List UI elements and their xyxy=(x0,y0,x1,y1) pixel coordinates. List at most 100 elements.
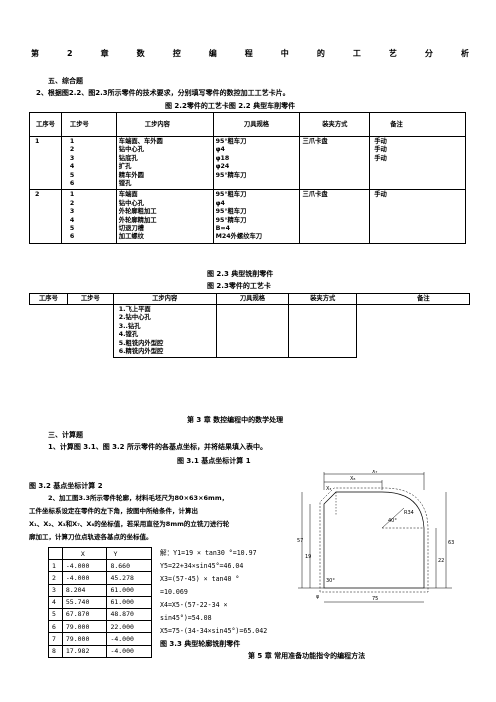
step-no: 4 xyxy=(69,216,75,224)
header-cell: 工步内容 xyxy=(115,112,214,137)
header-char: 程 xyxy=(244,49,253,58)
point-no: 7 xyxy=(48,632,63,646)
fig33-caption: 图 3.3 典型轮廓铣削零件 xyxy=(160,640,241,648)
solution-line: Y5=22+34×sin45°=46.04 xyxy=(160,562,244,570)
header-cell: Y xyxy=(106,546,152,561)
x-value: 17.982 xyxy=(61,644,108,658)
solution-line: 解：Y1=19 × tan30 °=10.97 xyxy=(160,549,257,557)
header-char: 析 xyxy=(460,49,469,58)
y-value: -4.000 xyxy=(106,644,152,658)
dimension-lines xyxy=(298,472,452,603)
content-cell: 车端面钻中心孔外轮廓粗加工外轮廓精加工切退刀槽加工螺纹 xyxy=(115,189,214,244)
header-cell: X xyxy=(61,546,108,561)
section5-title: 五、综合题 xyxy=(48,77,83,85)
header-cell: 工步内容 xyxy=(112,293,217,305)
header-char: 艺 xyxy=(388,49,397,58)
solution-line: =10.069 xyxy=(160,588,188,596)
step-content: 1.飞上平面 xyxy=(118,306,151,313)
step-content: 6.精铣内外型腔 xyxy=(118,347,164,355)
solution-line: X5=75-(34-34×sin45°)=65.042 xyxy=(160,627,268,635)
label-19: 19 xyxy=(305,554,311,560)
header-char: 章 xyxy=(100,49,109,58)
note: 手动 xyxy=(374,154,387,162)
header-cell: 装夹方式 xyxy=(288,293,358,305)
tool-spec: φ4 xyxy=(215,199,225,207)
tool-spec xyxy=(216,180,298,188)
step-no: 6 xyxy=(69,179,75,187)
solution-line: X4=X5-(57-22-34 × xyxy=(160,601,228,609)
y-value: 61.000 xyxy=(106,595,152,609)
part-outline xyxy=(319,487,429,593)
empty-cell xyxy=(357,305,470,358)
label-63: 63 xyxy=(448,540,454,546)
point-no: 3 xyxy=(48,583,63,597)
tool-spec: B=4 xyxy=(215,224,231,232)
step-content: 3..钻孔 xyxy=(118,322,141,330)
header-cell: 刀具规格 xyxy=(212,112,301,137)
point-no: 2 xyxy=(48,571,63,585)
header-cell: 装夹方式 xyxy=(299,112,371,137)
header-char: 控 xyxy=(172,49,181,58)
point-no: 8 xyxy=(48,644,63,658)
clamp-cell: 三爪卡盘 xyxy=(299,189,371,244)
table-header-row: 工序号 工步号 工步内容 刀具规格 装夹方式 备注 xyxy=(29,112,466,137)
note: 手动 xyxy=(374,138,387,145)
empty-cell xyxy=(215,303,290,359)
label-r34: R34 xyxy=(404,510,414,516)
content-cell: 车端面、车外圆钻中心孔钻底孔扩孔精车外圆镗孔 xyxy=(115,135,214,191)
x-value: 55.740 xyxy=(61,595,108,609)
step-content: 钻中心孔 xyxy=(118,199,144,207)
table-header-row: 工序号 工步号 工步内容 刀具规格 装夹方式 备注 xyxy=(29,293,470,305)
step-no: 5 xyxy=(69,224,75,232)
table1-caption: 图 2.2零件的工艺卡图 2.2 典型车削零件 xyxy=(165,102,296,110)
step-content: 车端面 xyxy=(118,191,138,199)
y-value: 48.870 xyxy=(106,607,152,622)
label-22: 22 xyxy=(438,558,444,564)
header-char: 中 xyxy=(280,49,289,58)
milling-part-drawing: X₇ X₈ X₃ 40° R34 57 19 63 22 75 30° φ xyxy=(297,470,454,603)
label-x3: X₃ xyxy=(326,486,331,492)
point-no: 6 xyxy=(48,620,63,634)
step-content: 外轮廓精加工 xyxy=(118,216,157,224)
note: 手动 xyxy=(374,146,387,154)
chapter-header: 第 2 章 数 控 编 程 中 的 工 艺 分 析 xyxy=(31,49,469,59)
q2-line: 廓加工，计算刀位点轨迹各基点的坐标值。 xyxy=(29,533,153,541)
step-content: 车端面、车外圆 xyxy=(118,138,163,145)
step-content: 加工螺纹 xyxy=(118,233,144,241)
x-value: -4.000 xyxy=(61,571,108,585)
header-cell: 工步号 xyxy=(66,293,114,305)
tool-spec: M24外螺纹车刀 xyxy=(215,233,263,241)
header-char: 第 xyxy=(31,49,39,58)
header-cell: 备注 xyxy=(356,293,470,305)
tool-spec: 95°精车刀 xyxy=(215,216,247,224)
label-57: 57 xyxy=(297,538,303,544)
step-content: 镗孔 xyxy=(118,179,132,187)
header-cell: 工步号 xyxy=(60,112,117,137)
step-no: 5 xyxy=(69,171,75,179)
label-angle-30: 30° xyxy=(326,578,335,584)
label-angle-40: 40° xyxy=(388,518,397,524)
header-cell: 工序号 xyxy=(29,112,62,137)
header-char: 的 xyxy=(316,49,325,58)
header-char: 数 xyxy=(136,49,145,58)
step-no: 4 xyxy=(69,163,75,171)
q2-line: 工件坐标系设定在零件的左下角，按图中所给条件，计算出 xyxy=(29,507,198,515)
header-cell: 备注 xyxy=(369,112,466,137)
tool-spec: 95°粗车刀 xyxy=(215,191,247,199)
step-content: 5.粗铣内外型腔 xyxy=(118,339,164,347)
q2-line: X₁、X₂、X₃和X₇、X₈的坐标值，若采用直径为8mm的立铣刀进行轮 xyxy=(29,520,230,528)
header-char: 编 xyxy=(208,49,217,58)
notes-cell: 手动手动手动 xyxy=(369,135,466,191)
y-value: -4.000 xyxy=(106,632,152,646)
section3-question: 1、计算图 3.1、图 3.2 所示零件的各基点坐标，并将结果填入表中。 xyxy=(48,443,267,451)
